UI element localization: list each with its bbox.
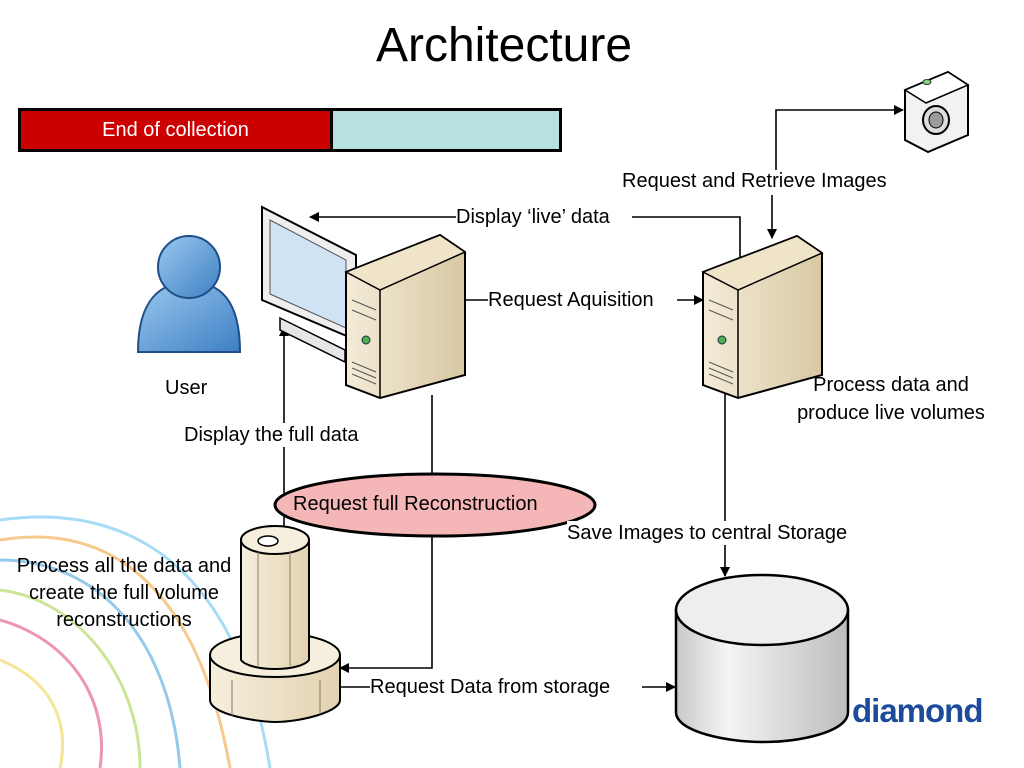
user-icon: [136, 235, 242, 353]
process-all-label: Process all the data and create the full…: [16, 555, 232, 631]
request-storage-label: Request Data from storage: [370, 675, 611, 699]
user-label: User: [165, 377, 208, 399]
save-images-label: Save Images to central Storage: [567, 521, 848, 545]
progress-done-segment: End of collection: [21, 111, 334, 149]
camera-request-arrow: [775, 105, 904, 170]
camera-icon: [903, 70, 970, 154]
display-live-label: Display ‘live’ data: [456, 205, 610, 229]
request-aquisition-label: Request Aquisition: [488, 288, 654, 312]
diamond-logo: diamond: [852, 692, 983, 729]
storage-icon: [674, 573, 850, 744]
request-full-label: Request full Reconstruction: [293, 493, 538, 515]
progress-remaining-segment: [333, 111, 559, 149]
page-title: Architecture: [375, 19, 633, 72]
request-retrieve-label: Request and Retrieve Images: [622, 170, 887, 192]
workstation-icon: [261, 205, 467, 400]
display-live-line-right: [632, 216, 741, 258]
process-live-label: Process data and produce live volumes: [797, 374, 985, 424]
server-icon: [701, 234, 824, 400]
display-full-label: Display the full data: [184, 423, 359, 447]
collection-progress-bar: End of collection: [18, 108, 562, 152]
cluster-icon: [209, 525, 341, 724]
request-full-ellipse: [273, 472, 597, 538]
